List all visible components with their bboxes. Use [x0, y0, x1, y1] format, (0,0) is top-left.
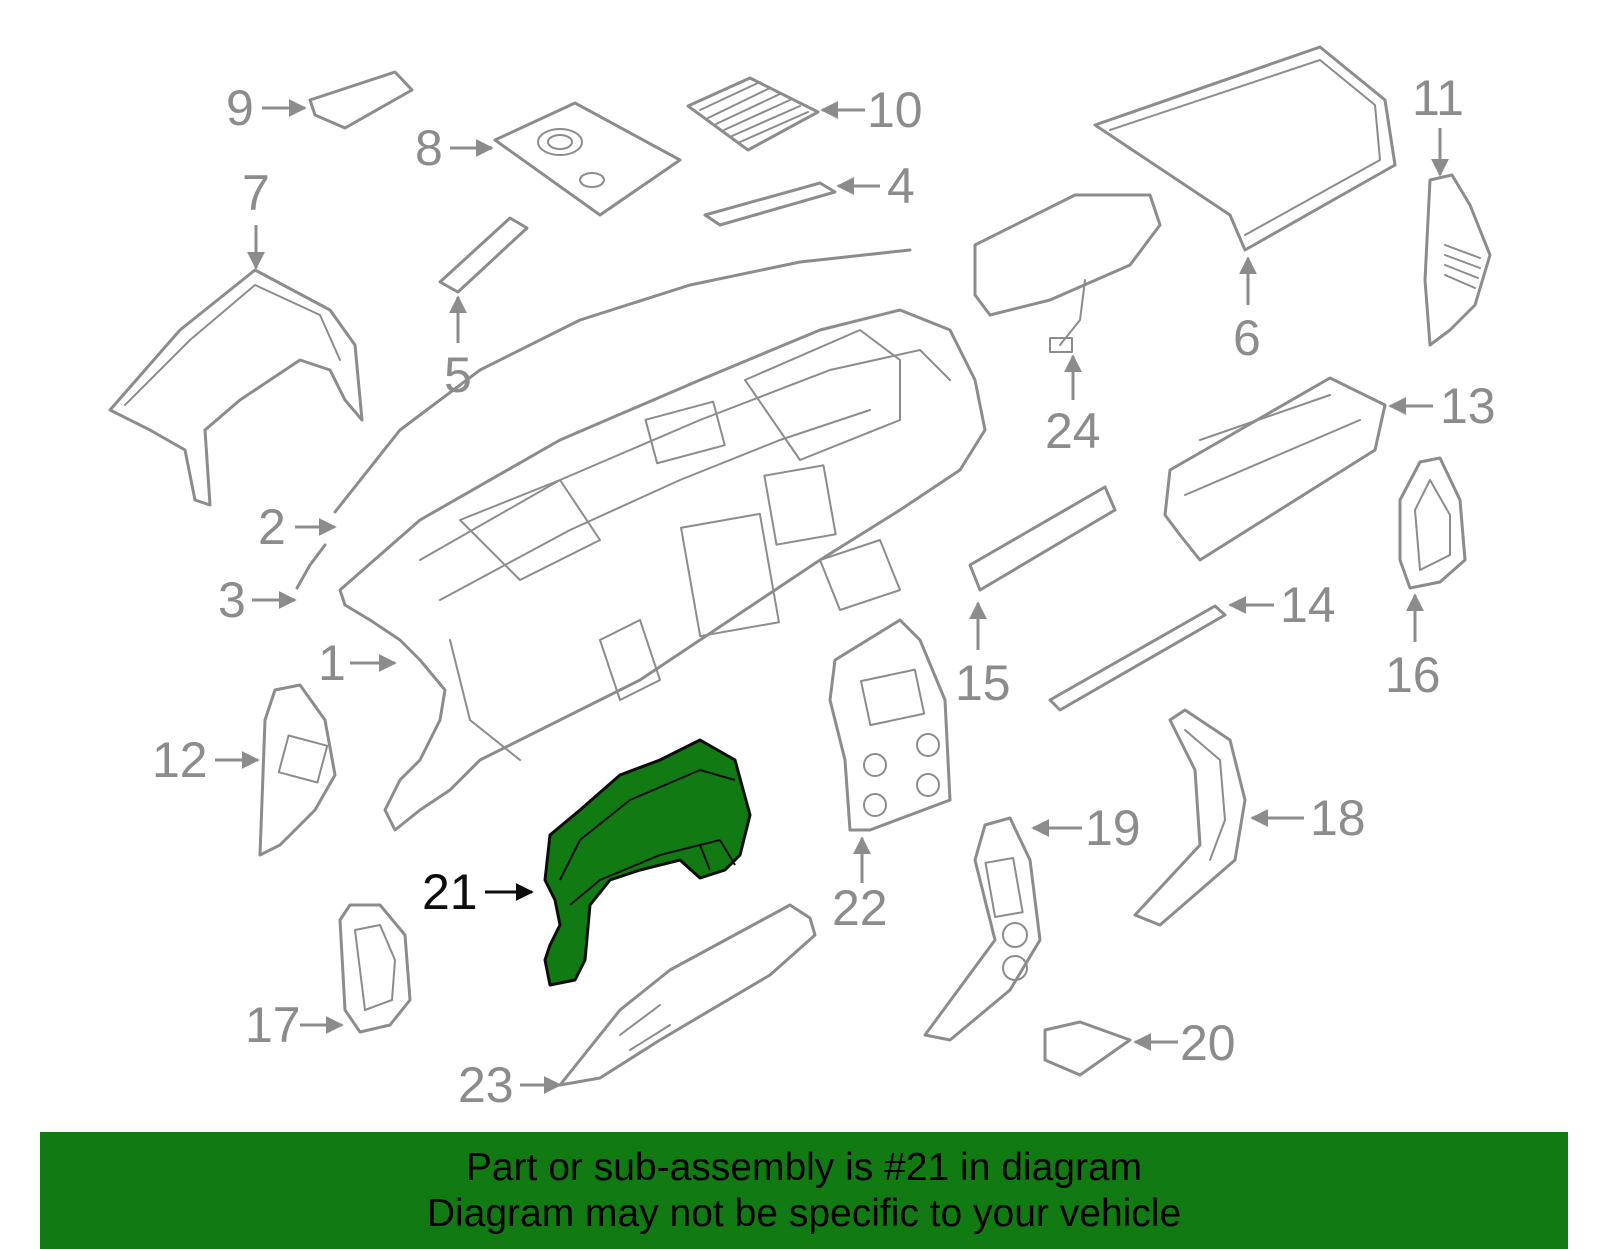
svg-text:15: 15 [955, 655, 1011, 711]
part-12-left-vent-panel[interactable] [258, 683, 337, 857]
part-19-knob-2 [1002, 955, 1028, 981]
svg-text:18: 18 [1310, 790, 1366, 846]
svg-text:24: 24 [1045, 403, 1101, 459]
part-19-knob [1002, 922, 1028, 948]
part-8-speaker-panel[interactable] [493, 101, 682, 217]
callout-10: 10 [820, 82, 923, 138]
part-21-cluster-bezel[interactable] [543, 738, 752, 987]
part-23-inner [619, 1004, 671, 1051]
svg-text:3: 3 [218, 572, 246, 628]
part-14-ribbed-strip[interactable] [1048, 604, 1227, 712]
part-8-hole [579, 172, 605, 188]
part-22-knob-3 [863, 793, 887, 817]
svg-text:9: 9 [226, 80, 254, 136]
svg-text:11: 11 [1412, 70, 1464, 126]
svg-text:13: 13 [1440, 378, 1496, 434]
part-24-airbag-wire [1059, 279, 1086, 346]
part-22-knob-1 [863, 753, 887, 777]
part-19-center-bezel[interactable] [923, 816, 1042, 1042]
part-24-airbag-module[interactable] [973, 193, 1162, 317]
part-22-knob-4 [916, 773, 940, 797]
part-16-inner [1414, 479, 1451, 571]
part-22-display [860, 668, 926, 727]
part-11-side-cap[interactable] [1423, 173, 1492, 347]
svg-text:8: 8 [415, 120, 443, 176]
part-22-radio-faceplate[interactable] [828, 618, 952, 832]
part-7-cluster-hood-inner [124, 284, 341, 406]
part-20-small-bracket[interactable] [1043, 1020, 1132, 1077]
callout-9: 9 [226, 80, 307, 136]
part-11-side-cap-vents [1444, 244, 1481, 289]
part-13-glove-box-housing[interactable] [1163, 376, 1387, 562]
callout-7: 7 [242, 165, 270, 270]
svg-text:10: 10 [867, 82, 923, 138]
part-18-inner [1184, 729, 1226, 861]
callout-15: 15 [955, 601, 1011, 711]
callout-8: 8 [415, 120, 494, 176]
part-18-right-bezel[interactable] [1133, 708, 1247, 927]
part-2-defrost-strip[interactable] [333, 248, 912, 514]
svg-text:6: 6 [1233, 310, 1261, 366]
banner-line-disclaimer: Diagram may not be specific to your vehi… [426, 1191, 1182, 1235]
svg-text:23: 23 [458, 1057, 514, 1113]
callout-14: 14 [1228, 577, 1336, 633]
svg-text:4: 4 [887, 158, 915, 214]
part-23-knee-bolster[interactable] [558, 903, 817, 1087]
callout-24: 24 [1045, 354, 1101, 459]
svg-text:7: 7 [242, 165, 270, 221]
callout-4: 4 [836, 158, 915, 214]
callout-5: 5 [444, 295, 472, 403]
callout-18: 18 [1250, 790, 1366, 846]
callout-19: 19 [1031, 800, 1141, 856]
callout-17: 17 [245, 997, 344, 1053]
part-12-vent-grille [277, 734, 329, 784]
part-17-lower-left-vent[interactable] [338, 903, 412, 1034]
part-10-grille[interactable] [686, 76, 820, 152]
part-8-speaker-inner [547, 134, 573, 150]
svg-text:22: 22 [832, 880, 888, 936]
part-13-inner [1184, 394, 1361, 496]
svg-text:12: 12 [152, 732, 208, 788]
svg-text:21: 21 [422, 864, 478, 920]
svg-text:2: 2 [258, 499, 286, 555]
svg-text:16: 16 [1385, 647, 1441, 703]
part-10-grille-slats [699, 81, 809, 143]
part-6-top-pad[interactable] [1093, 45, 1397, 252]
callout-16: 16 [1385, 593, 1441, 703]
callout-23: 23 [458, 1057, 562, 1113]
part-8-speaker [537, 128, 583, 156]
part-17-inner [354, 924, 396, 1011]
callout-1: 1 [318, 635, 397, 691]
svg-text:14: 14 [1280, 577, 1336, 633]
part-24-connector [1049, 337, 1073, 353]
callout-22: 22 [832, 836, 888, 936]
callout-13: 13 [1388, 378, 1496, 434]
svg-text:1: 1 [318, 635, 346, 691]
part-9-small-cover[interactable] [308, 70, 414, 130]
part-info-banner: Part or sub-assembly is #21 in diagram D… [40, 1132, 1568, 1249]
part-4-vent-strip[interactable] [703, 181, 837, 227]
svg-text:20: 20 [1180, 1015, 1236, 1071]
banner-line-part: Part or sub-assembly is #21 in diagram [465, 1145, 1143, 1189]
part-5-bracket-strip[interactable] [438, 216, 529, 294]
part-19-screen [984, 856, 1024, 919]
callout-3: 3 [218, 572, 297, 628]
svg-text:19: 19 [1085, 800, 1141, 856]
callout-20: 20 [1133, 1015, 1236, 1071]
callout-2: 2 [258, 499, 337, 555]
callout-12: 12 [152, 732, 260, 788]
part-22-knob-2 [916, 733, 940, 757]
callout-11: 11 [1412, 70, 1464, 177]
svg-text:5: 5 [444, 347, 472, 403]
part-15-trim-bar[interactable] [968, 485, 1117, 592]
svg-text:17: 17 [245, 997, 301, 1053]
part-16-right-vent-bezel[interactable] [1398, 456, 1467, 590]
part-7-cluster-hood[interactable] [108, 268, 364, 507]
part-1-instrument-panel[interactable] [338, 308, 987, 832]
part-6-top-pad-inner [1109, 59, 1381, 236]
part-3-edge-trim[interactable] [295, 543, 327, 590]
callout-21: 21 [422, 864, 534, 920]
callout-6: 6 [1233, 256, 1261, 366]
